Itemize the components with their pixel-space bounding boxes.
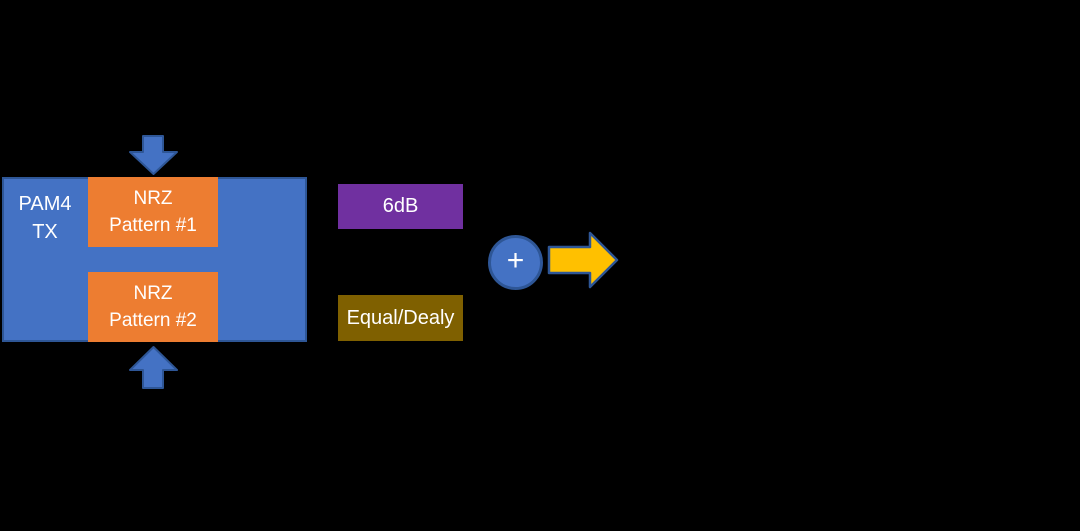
pam4-tx-label: PAM4 TX xyxy=(2,190,88,246)
summer-plus-node: + xyxy=(488,235,543,290)
nrz-pattern-2-line2: Pattern #2 xyxy=(109,310,197,331)
equalizer-delay-label: Equal/Dealy xyxy=(346,306,455,329)
pam4-tx-label-line2: TX xyxy=(32,221,58,243)
equalizer-delay-box: Equal/Dealy xyxy=(338,295,463,341)
pam4-tx-label-line1: PAM4 xyxy=(18,193,72,215)
up-arrow-icon xyxy=(129,346,178,389)
gain-6db-label: 6dB xyxy=(382,195,419,217)
nrz-pattern-2-line1: NRZ xyxy=(133,283,173,304)
gain-6db-box: 6dB xyxy=(338,184,463,229)
nrz-pattern-2-box: NRZ Pattern #2 xyxy=(88,272,218,342)
nrz-pattern-1-line2: Pattern #1 xyxy=(109,215,197,236)
nrz-pattern-1-line1: NRZ xyxy=(133,188,173,209)
down-arrow-icon xyxy=(129,135,178,175)
plus-icon: + xyxy=(506,244,525,277)
nrz-pattern-1-box: NRZ Pattern #1 xyxy=(88,177,218,247)
right-arrow-icon xyxy=(547,231,619,289)
